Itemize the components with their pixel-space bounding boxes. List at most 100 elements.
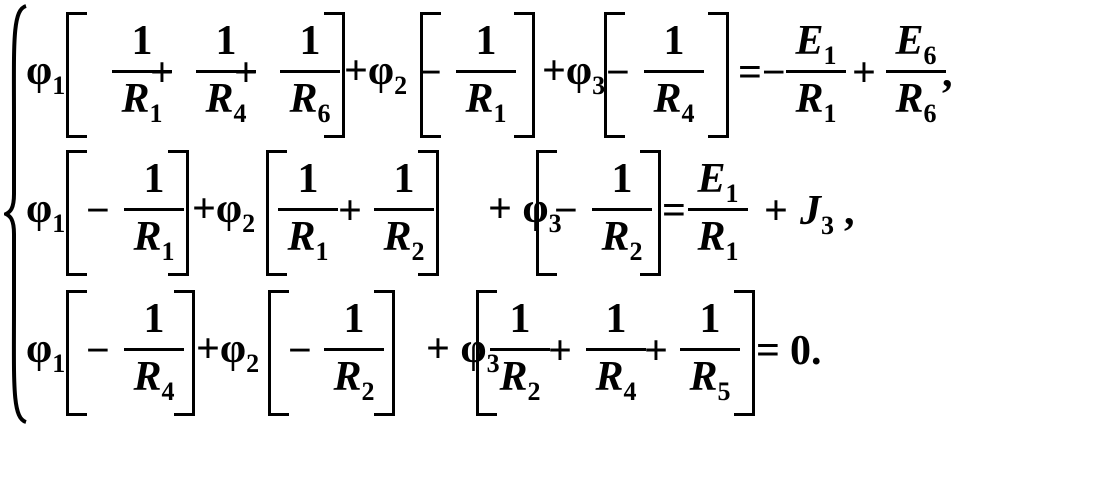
right-bracket bbox=[708, 12, 729, 138]
fraction-numerator: 1 bbox=[297, 156, 319, 202]
right-bracket bbox=[374, 290, 395, 416]
rhs-fraction-num-base: E bbox=[795, 18, 824, 64]
fraction-numerator: 1 bbox=[475, 18, 497, 64]
rhs-fraction-bar bbox=[786, 70, 846, 73]
left-bracket bbox=[476, 290, 497, 416]
fraction-den-sub: 5 bbox=[717, 377, 731, 406]
operator-sign: − bbox=[418, 50, 442, 96]
fraction-denominator: R5 bbox=[680, 354, 740, 406]
fraction-den-base: R bbox=[121, 76, 150, 122]
phi-subscript: 3 bbox=[486, 349, 500, 378]
fraction-den: R4 bbox=[595, 354, 636, 406]
rhs-fraction-den-sub: 1 bbox=[823, 99, 837, 128]
fraction-den: R1 bbox=[465, 76, 506, 128]
phi-coefficient: φ1 bbox=[26, 48, 66, 100]
phi-coefficient: φ1 bbox=[26, 326, 66, 378]
phi-coefficient: φ1 bbox=[26, 186, 66, 238]
fraction-denominator: R1 bbox=[112, 76, 172, 128]
rhs-fraction-den-sub: 1 bbox=[725, 237, 739, 266]
fraction-den: R4 bbox=[205, 76, 246, 128]
rhs-fraction-num: E6 bbox=[895, 18, 936, 70]
left-bracket bbox=[536, 150, 557, 276]
rhs-fraction-numerator: E1 bbox=[786, 18, 846, 70]
fraction-den-sub: 2 bbox=[629, 237, 643, 266]
rhs-fraction-denominator: R6 bbox=[886, 76, 946, 128]
fraction-den-sub: 2 bbox=[411, 237, 425, 266]
rhs-fraction-den-base: R bbox=[795, 76, 824, 122]
fraction-den-sub: 2 bbox=[361, 377, 375, 406]
fraction-bar bbox=[490, 348, 550, 351]
left-bracket bbox=[66, 290, 87, 416]
phi-coefficient: +φ2 bbox=[344, 48, 408, 100]
plus-sign: + bbox=[764, 188, 788, 234]
fraction-den-base: R bbox=[287, 214, 316, 260]
phi-subscript: 1 bbox=[52, 349, 66, 378]
fraction-numerator: 1 bbox=[605, 296, 627, 342]
fraction-den-base: R bbox=[653, 76, 682, 122]
fraction-numerator: 1 bbox=[299, 18, 321, 64]
fraction-bar bbox=[456, 70, 516, 73]
current-source-term: J3 bbox=[800, 188, 834, 240]
fraction-den: R1 bbox=[287, 214, 328, 266]
operator-sign: − bbox=[86, 328, 110, 374]
fraction-den-sub: 1 bbox=[493, 99, 507, 128]
fraction-denominator: R4 bbox=[124, 354, 184, 406]
phi-coefficient: +φ3 bbox=[542, 48, 606, 100]
phi-coefficient: +φ2 bbox=[192, 186, 256, 238]
fraction-denominator: R4 bbox=[644, 76, 704, 128]
fraction-den: R2 bbox=[383, 214, 424, 266]
rhs-fraction-num-sub: 1 bbox=[725, 179, 739, 208]
phi-subscript: 1 bbox=[52, 209, 66, 238]
rhs-fraction-den-base: R bbox=[895, 76, 924, 122]
fraction-bar bbox=[124, 208, 184, 211]
fraction-den-base: R bbox=[601, 214, 630, 260]
fraction-bar bbox=[280, 70, 340, 73]
rhs-fraction-numerator: E1 bbox=[688, 156, 748, 208]
fraction-den-base: R bbox=[595, 354, 624, 400]
trailing-comma: , bbox=[844, 188, 855, 234]
fraction-denominator: R1 bbox=[278, 214, 338, 266]
rhs-fraction-den: R1 bbox=[795, 76, 836, 128]
fraction-bar bbox=[324, 348, 384, 351]
fraction-denominator: R2 bbox=[374, 214, 434, 266]
fraction-den: R1 bbox=[121, 76, 162, 128]
rhs-fraction-num-sub: 1 bbox=[823, 41, 837, 70]
system-brace bbox=[4, 4, 27, 424]
fraction-den-sub: 1 bbox=[149, 99, 163, 128]
right-bracket bbox=[174, 290, 195, 416]
current-source-term-base: J bbox=[800, 188, 821, 234]
fraction-denominator: R2 bbox=[490, 354, 550, 406]
operator-sign: + bbox=[338, 188, 362, 234]
fraction-den: R2 bbox=[601, 214, 642, 266]
equals-sign: = bbox=[756, 328, 780, 374]
rhs-fraction-den: R6 bbox=[895, 76, 936, 128]
rhs-fraction-bar bbox=[886, 70, 946, 73]
rhs-fraction-denominator: R1 bbox=[786, 76, 846, 128]
left-bracket bbox=[66, 150, 87, 276]
fraction-denominator: R4 bbox=[196, 76, 256, 128]
right-bracket bbox=[324, 12, 345, 138]
phi-subscript: 3 bbox=[548, 209, 562, 238]
current-source-term-sub: 3 bbox=[821, 211, 834, 240]
fraction-den-base: R bbox=[133, 214, 162, 260]
fraction-numerator: 1 bbox=[343, 296, 365, 342]
fraction-den-base: R bbox=[205, 76, 234, 122]
fraction-den-base: R bbox=[465, 76, 494, 122]
fraction-den: R4 bbox=[653, 76, 694, 128]
rhs-fraction-bar bbox=[688, 208, 748, 211]
fraction-den-sub: 6 bbox=[317, 99, 331, 128]
